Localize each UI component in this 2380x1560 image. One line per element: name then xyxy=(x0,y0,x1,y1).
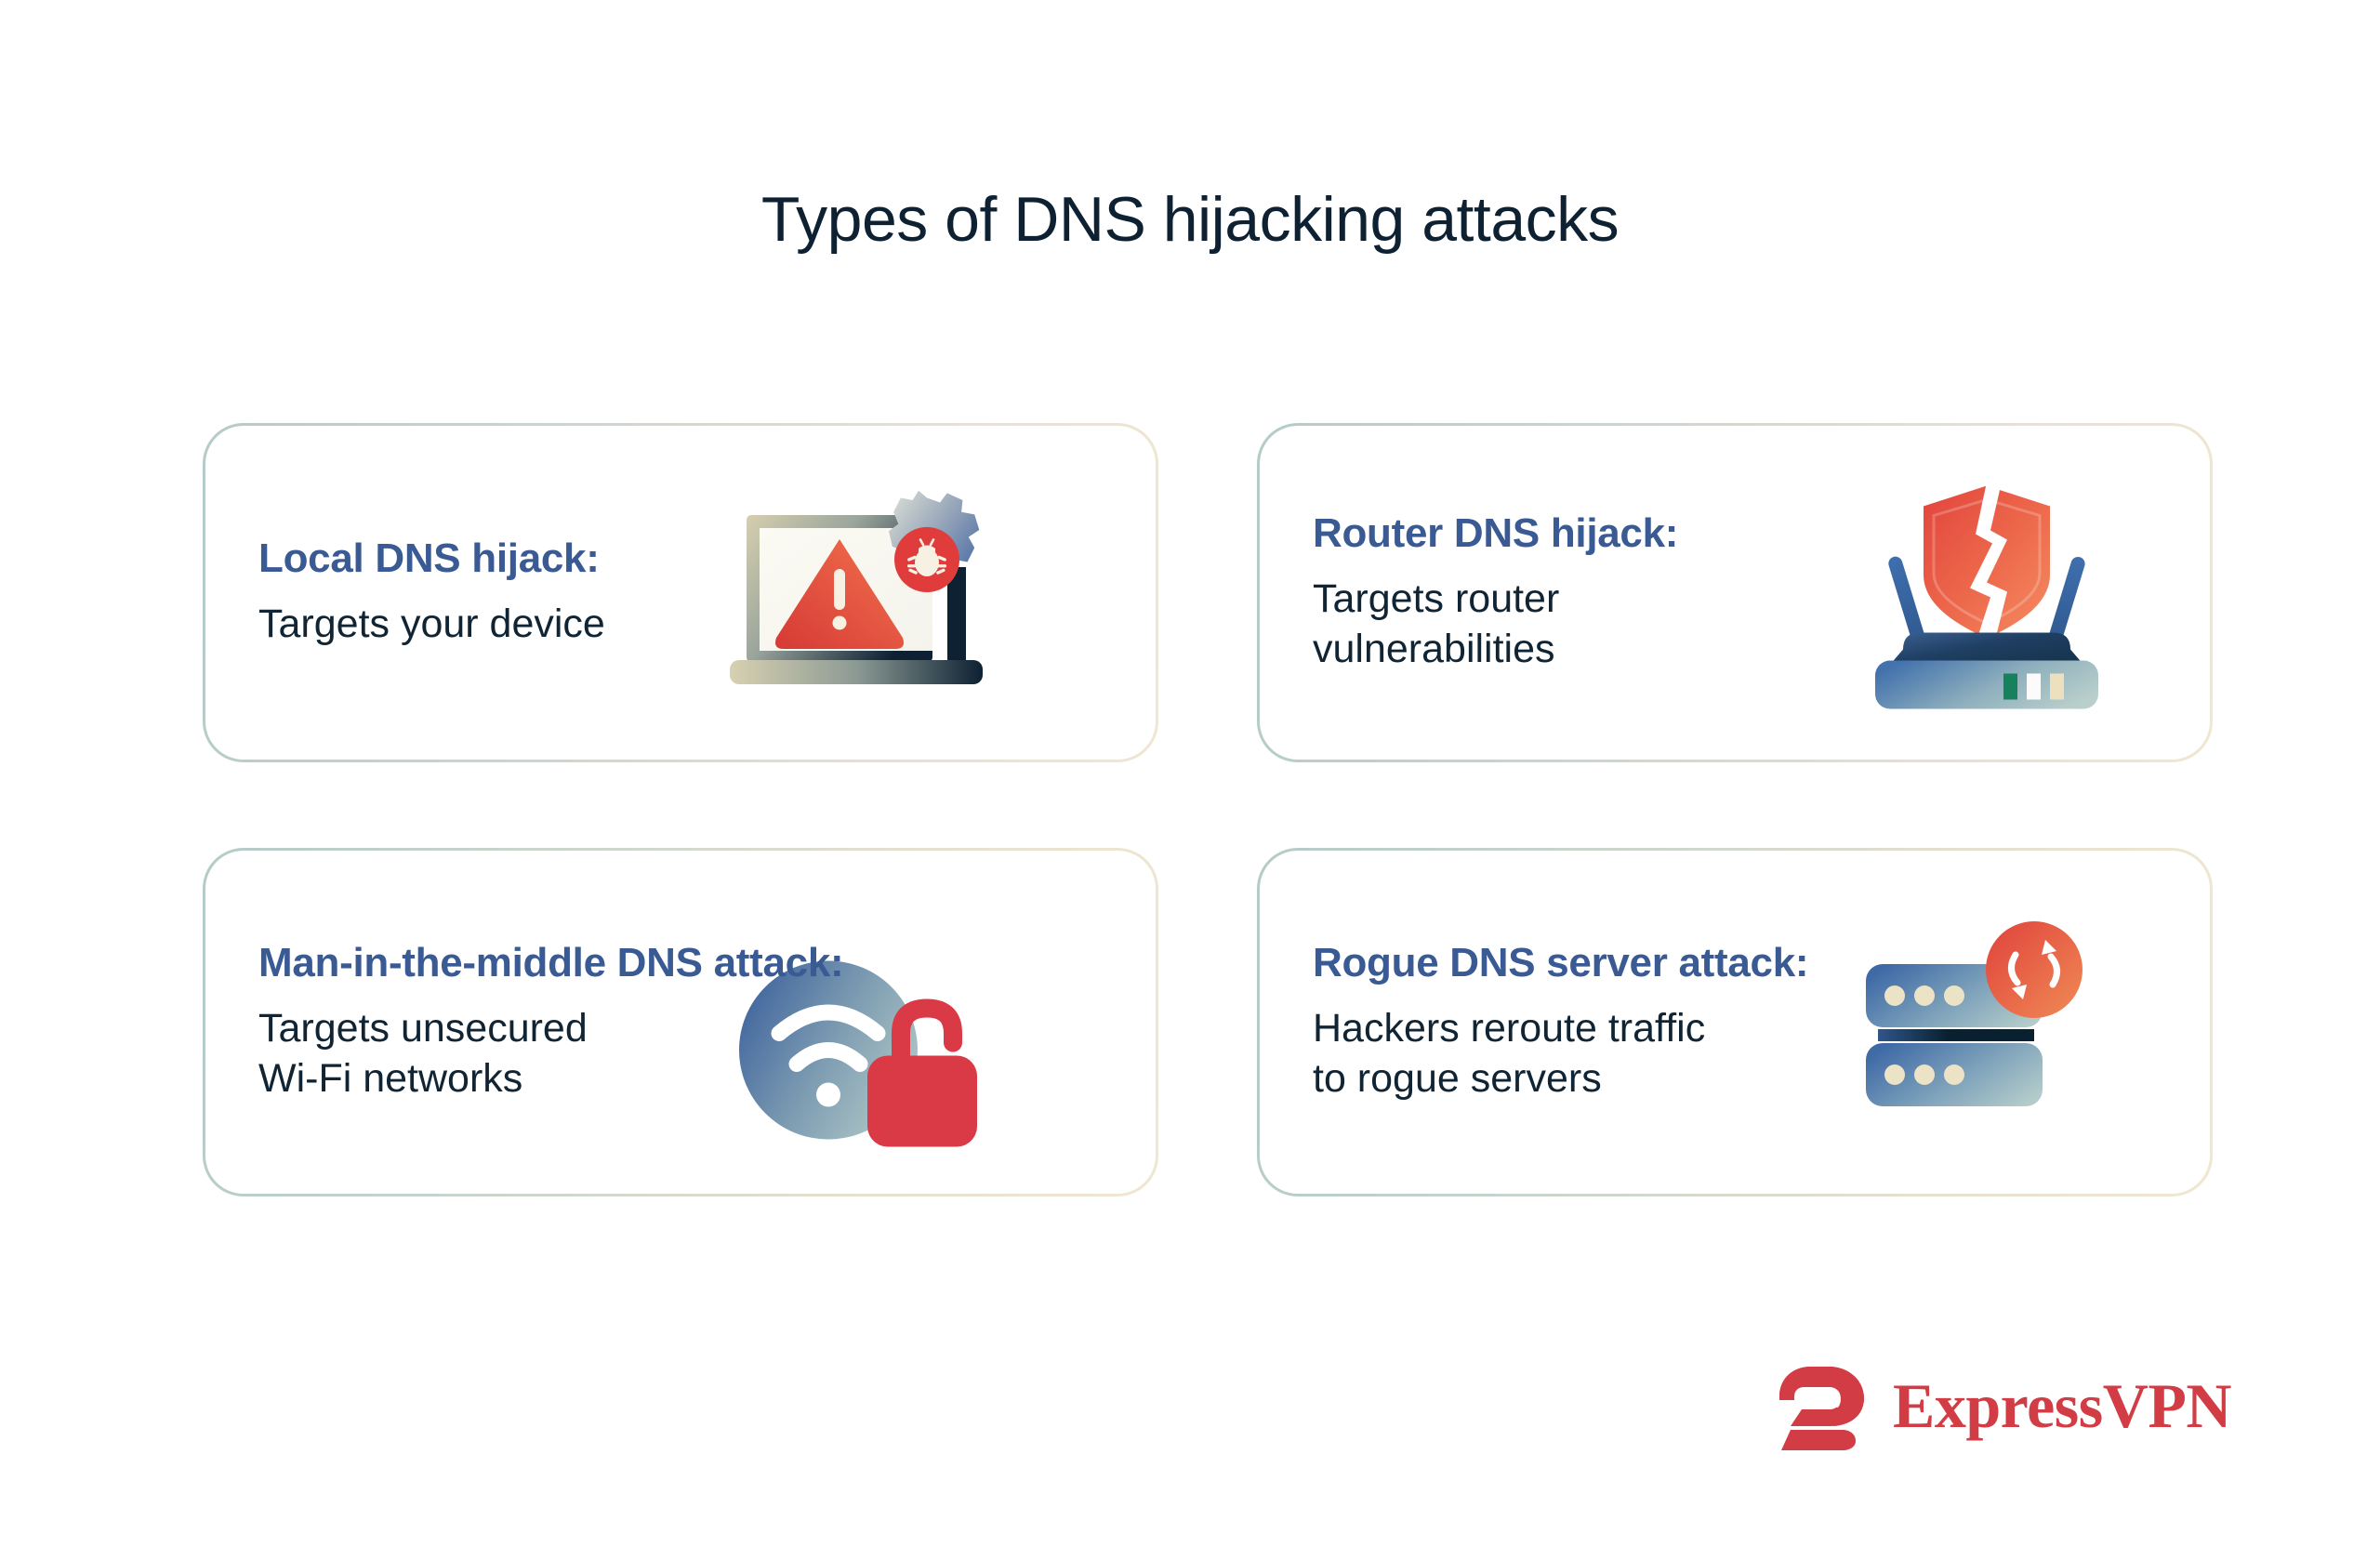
card-rogue-dns-server-attack[interactable]: Rogue DNS server attack: Hackers reroute… xyxy=(1257,848,2213,1196)
card-heading: Man-in-the-middle DNS attack: xyxy=(258,940,844,986)
expressvpn-e-logo xyxy=(1779,1367,1864,1450)
laptop-warning-bug-icon xyxy=(730,490,983,684)
card-router-dns-hijack[interactable]: Router DNS hijack: Targets router vulner… xyxy=(1257,423,2213,762)
card-heading: Local DNS hijack: xyxy=(258,535,600,582)
page-title: Types of DNS hijacking attacks xyxy=(760,183,1620,255)
server-stack-refresh-icon xyxy=(1866,921,2082,1107)
card-heading: Router DNS hijack: xyxy=(1313,510,1679,557)
card-local-dns-hijack[interactable]: Local DNS hijack: Targets your device xyxy=(203,423,1158,762)
card-text-block: Man-in-the-middle DNS attack: Targets un… xyxy=(205,940,844,1104)
expressvpn-logo: ExpressVPN xyxy=(1776,1359,2232,1452)
card-text-block: Local DNS hijack: Targets your device xyxy=(205,535,605,649)
card-body: Targets your device xyxy=(258,601,605,646)
card-man-in-the-middle-dns-attack[interactable]: Man-in-the-middle DNS attack: Targets un… xyxy=(203,848,1158,1196)
card-body: Hackers reroute traffic to rogue servers xyxy=(1313,1006,1706,1101)
attack-type-card-grid: Local DNS hijack: Targets your device xyxy=(203,423,2213,1196)
card-body: Targets router vulnerabilities xyxy=(1313,576,1560,671)
card-heading: Rogue DNS server attack: xyxy=(1313,940,1809,986)
router-broken-shield-icon xyxy=(1875,482,2098,708)
wifi-open-padlock-icon xyxy=(739,960,977,1147)
card-body: Targets unsecured Wi-Fi networks xyxy=(258,1006,588,1101)
card-text-block: Rogue DNS server attack: Hackers reroute… xyxy=(1260,940,1809,1104)
logo-wordmark: ExpressVPN xyxy=(1893,1370,2232,1441)
card-text-block: Router DNS hijack: Targets router vulner… xyxy=(1260,510,1678,674)
